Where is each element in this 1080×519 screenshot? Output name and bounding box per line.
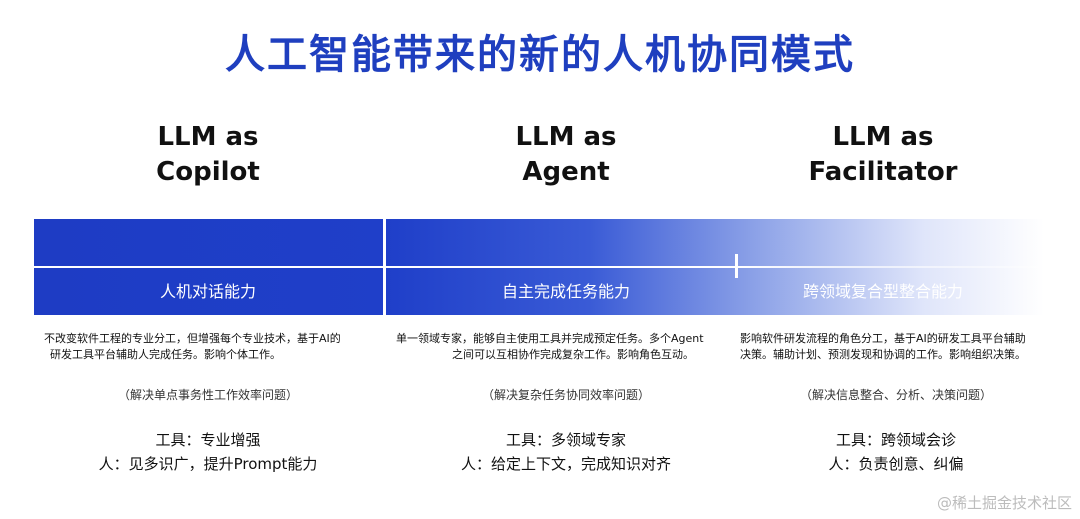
- desc-copilot-line2: 研发工具平台辅助人完成任务。影响个体工作。: [50, 348, 281, 361]
- band-separator-2: [735, 254, 738, 278]
- roles-facilitator: 工具：跨领域会诊 人：负责创意、纠偏: [736, 428, 1056, 476]
- heading-copilot: LLM as Copilot: [58, 120, 358, 190]
- desc-copilot: 不改变软件工程的专业分工，但增强每个专业技术，基于AI的 研发工具平台辅助人完成…: [44, 331, 341, 363]
- heading-copilot-line2: Copilot: [156, 157, 260, 187]
- tool-facilitator: 工具：跨领域会诊: [835, 431, 956, 449]
- heading-agent: LLM as Agent: [416, 120, 716, 190]
- band-separator-1: [383, 219, 386, 315]
- human-copilot: 人：见多识广，提升Prompt能力: [98, 455, 318, 473]
- note-agent: （解决复杂任务协同效率问题）: [481, 388, 650, 402]
- human-facilitator: 人：负责创意、纠偏: [828, 455, 964, 473]
- heading-facilitator-line2: Facilitator: [808, 157, 958, 187]
- roles-copilot: 工具：专业增强 人：见多识广，提升Prompt能力: [48, 428, 368, 476]
- heading-facilitator: LLM as Facilitator: [733, 120, 1033, 190]
- band-label-agent: 自主完成任务能力: [501, 282, 630, 301]
- watermark: @稀土掘金技术社区: [936, 494, 1072, 512]
- desc-agent: 单一领域专家，能够自主使用工具并完成预定任务。多个Agent 之间可以互相协作完…: [396, 331, 704, 363]
- heading-copilot-line1: LLM as: [157, 122, 259, 152]
- desc-facilitator-line2: 决策。辅助计划、预测发现和协调的工作。影响组织决策。: [740, 348, 1026, 361]
- heading-agent-line2: Agent: [522, 157, 610, 187]
- human-agent: 人：给定上下文，完成知识对齐: [460, 455, 671, 473]
- desc-agent-line1: 单一领域专家，能够自主使用工具并完成预定任务。多个Agent: [396, 332, 704, 345]
- page-title: 人工智能带来的新的人机协同模式: [225, 32, 855, 78]
- heading-agent-line1: LLM as: [515, 122, 617, 152]
- tool-copilot: 工具：专业增强: [155, 431, 261, 449]
- band-label-facilitator: 跨领域复合型整合能力: [802, 282, 963, 301]
- heading-facilitator-line1: LLM as: [832, 122, 934, 152]
- tool-agent: 工具：多领域专家: [505, 431, 626, 449]
- roles-agent: 工具：多领域专家 人：给定上下文，完成知识对齐: [406, 428, 726, 476]
- band-label-copilot: 人机对话能力: [159, 282, 256, 301]
- note-copilot: （解决单点事务性工作效率问题）: [117, 388, 298, 402]
- desc-facilitator: 影响软件研发流程的角色分工，基于AI的研发工具平台辅助 决策。辅助计划、预测发现…: [740, 331, 1026, 363]
- desc-copilot-line1: 不改变软件工程的专业分工，但增强每个专业技术，基于AI的: [44, 332, 341, 345]
- desc-agent-line2: 之间可以互相协作完成复杂工作。影响角色互动。: [452, 348, 694, 361]
- band-divider-line: [34, 266, 1044, 268]
- desc-facilitator-line1: 影响软件研发流程的角色分工，基于AI的研发工具平台辅助: [740, 332, 1026, 345]
- note-facilitator: （解决信息整合、分析、决策问题）: [799, 388, 992, 402]
